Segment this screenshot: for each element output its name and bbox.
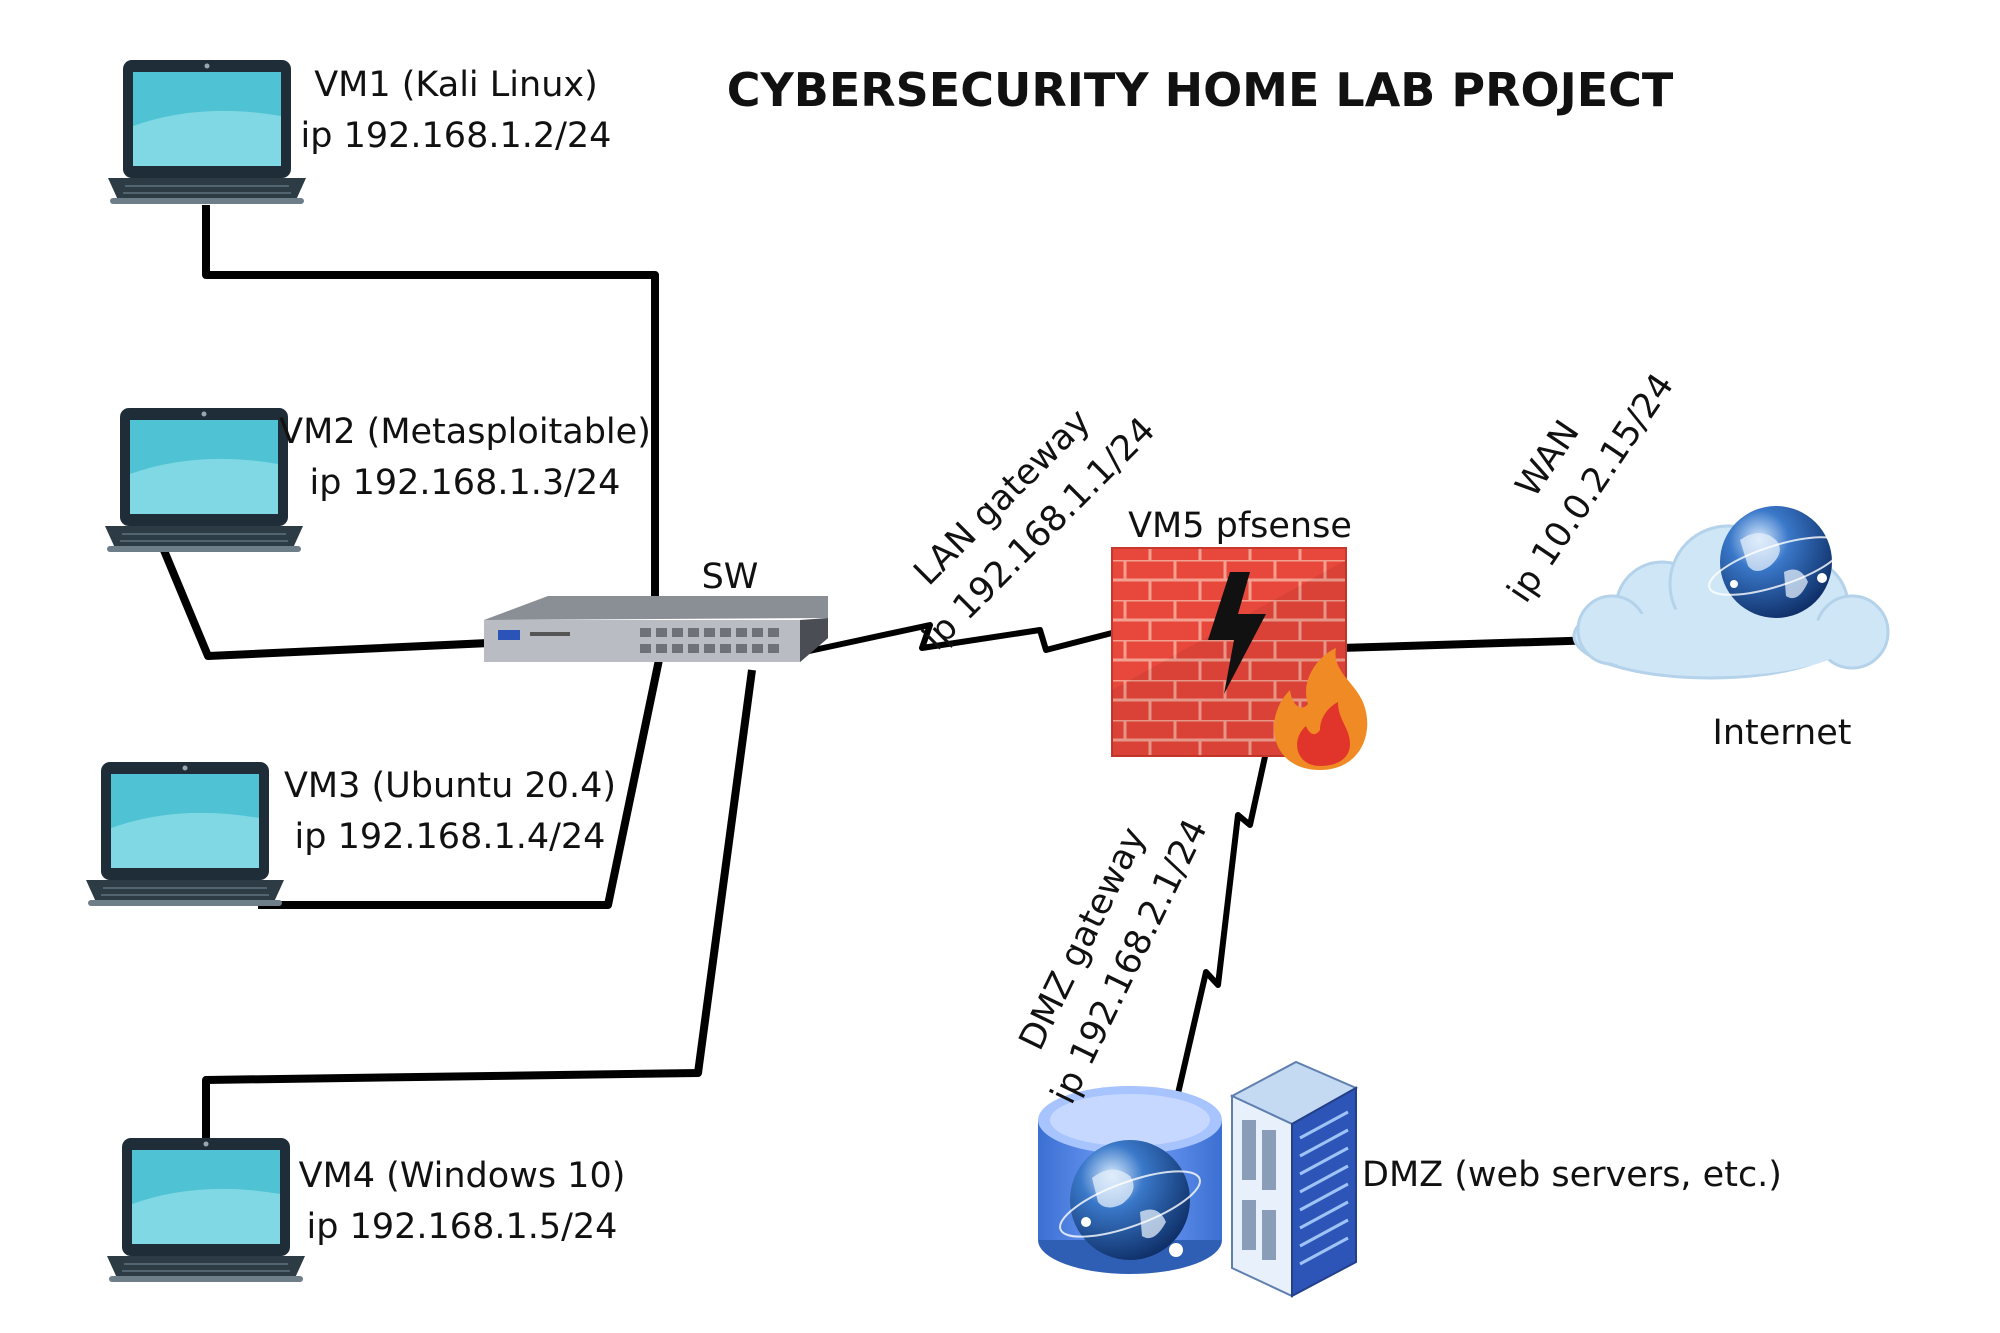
internet-label: Internet <box>1713 713 1852 753</box>
laptop-vm3-icon <box>86 762 284 906</box>
link-vm4-switch <box>202 669 756 1140</box>
vm3-ip: ip 192.168.1.4/24 <box>295 817 606 857</box>
link-firewall-dmz <box>1162 751 1269 1151</box>
firewall-icon <box>1111 547 1368 770</box>
dmz-globe-icon <box>1059 1140 1201 1260</box>
laptop-vm2-icon <box>105 408 303 552</box>
switch-label: SW <box>702 557 759 597</box>
vm1-ip: ip 192.168.1.2/24 <box>301 116 612 156</box>
link-vm3-switch <box>258 654 664 909</box>
page-title: CYBERSECURITY HOME LAB PROJECT <box>727 63 1674 117</box>
laptop-vm4-icon <box>107 1138 305 1282</box>
vm2-ip: ip 192.168.1.3/24 <box>310 463 621 503</box>
globe-icon <box>1708 506 1844 618</box>
vm1-name: VM1 (Kali Linux) <box>314 65 598 105</box>
lightning-bolt-icon <box>1208 572 1266 694</box>
vm4-name: VM4 (Windows 10) <box>299 1156 626 1196</box>
vm2-name: VM2 (Metasploitable) <box>279 412 651 452</box>
connections <box>159 205 1601 1151</box>
dmz-label: DMZ (web servers, etc.) <box>1362 1155 1782 1195</box>
firewall-label: VM5 pfsense <box>1128 506 1352 546</box>
switch-icon <box>484 596 828 662</box>
server-rack-icon <box>1229 1060 1359 1298</box>
link-vm1-switch <box>202 205 659 600</box>
vm4-ip: ip 192.168.1.5/24 <box>307 1207 618 1247</box>
laptop-vm1-icon <box>108 60 306 204</box>
internet-cloud-icon <box>1572 506 1890 680</box>
link-firewall-internet <box>1339 636 1601 652</box>
link-switch-firewall <box>799 622 1113 656</box>
vm3-name: VM3 (Ubuntu 20.4) <box>284 766 616 806</box>
